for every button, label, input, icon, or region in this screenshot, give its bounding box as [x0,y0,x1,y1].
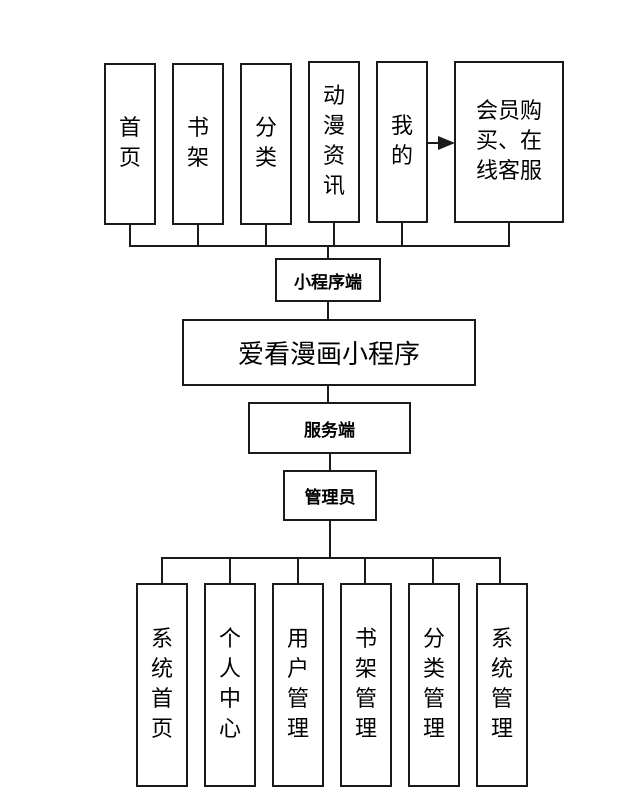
server-label: 服务端 [304,420,355,441]
admin-module-personal-center: 个 人 中 心 [204,583,256,787]
module-category-label: 分 类 [254,116,277,171]
admin-module-user-management: 用 户 管 理 [272,583,324,787]
module-home-label: 首 页 [118,116,141,171]
module-member-service: 会员购 买、在 线客服 [454,61,564,223]
app-title-box: 爱看漫画小程序 [182,319,476,386]
admin-module-category-management-label: 分 类 管 理 [422,627,445,742]
admin-module-personal-center-label: 个 人 中 心 [218,627,241,742]
app-title: 爱看漫画小程序 [237,340,420,370]
admin-label: 管理员 [304,488,356,508]
admin-module-bookshelf-management: 书 架 管 理 [340,583,392,787]
module-anime-news: 动 漫 资 讯 [308,61,360,223]
admin-module-system-management: 系 统 管 理 [476,583,528,787]
server-box: 服务端 [248,402,411,454]
admin-module-bookshelf-management-label: 书 架 管 理 [354,627,377,742]
module-bookshelf-label: 书 架 [186,116,209,171]
module-category: 分 类 [240,63,292,225]
client-label: 小程序端 [294,272,362,293]
admin-module-system-home: 系 统 首 页 [136,583,188,787]
module-bookshelf: 书 架 [172,63,224,225]
admin-module-system-home-label: 系 统 首 页 [150,627,173,742]
module-mine: 我 的 [376,61,428,223]
admin-box: 管理员 [283,470,377,521]
module-mine-label: 我 的 [390,114,413,169]
arrow-head [438,136,455,150]
module-home: 首 页 [104,63,156,225]
client-box: 小程序端 [275,258,381,302]
module-member-service-label: 会员购 买、在 线客服 [475,99,542,184]
module-anime-news-label: 动 漫 资 讯 [322,84,345,199]
admin-module-system-management-label: 系 统 管 理 [490,627,513,742]
admin-module-user-management-label: 用 户 管 理 [286,627,309,742]
admin-module-category-management: 分 类 管 理 [408,583,460,787]
